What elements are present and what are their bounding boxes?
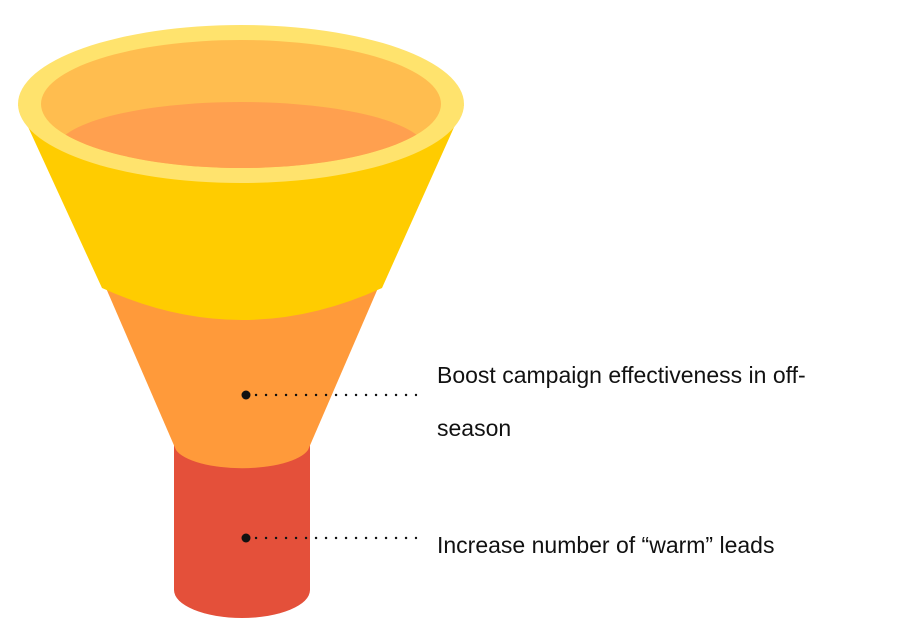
funnel-liquid-surface	[56, 102, 426, 168]
callout-1-leader	[241, 390, 418, 400]
callout-warm-leads-text: Increase number of “warm” leads	[437, 532, 775, 558]
callout-boost-campaign-text: Boost campaign effectiveness in off-seas…	[437, 362, 806, 441]
funnel-middle-band	[96, 265, 388, 469]
callout-1-dot	[241, 390, 251, 400]
callout-2-dot	[241, 533, 251, 543]
funnel-spout	[174, 440, 310, 618]
callout-2-leader	[241, 533, 418, 543]
